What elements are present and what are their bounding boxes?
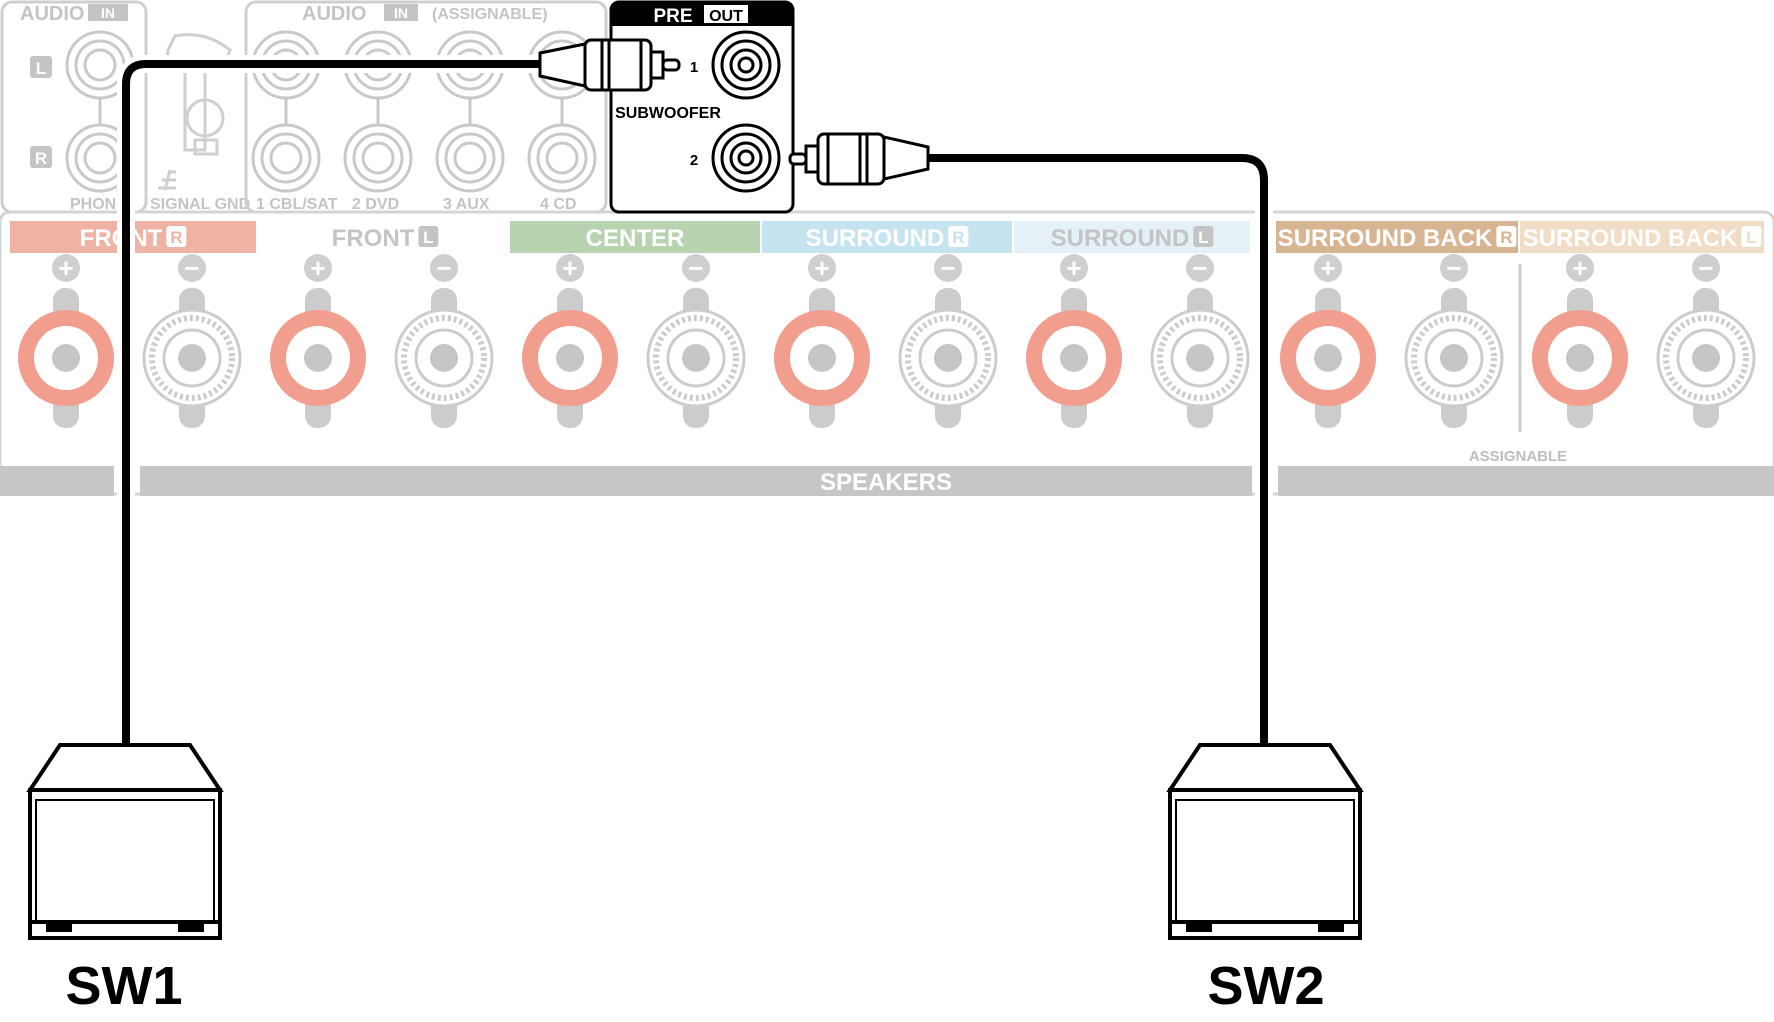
speaker-terminal-plus-5: + xyxy=(1026,253,1122,428)
side-l-label: L xyxy=(36,59,46,78)
svg-text:+: + xyxy=(562,253,577,283)
pre-out-panel: PRE OUT 1 2 SUBWOOFER xyxy=(609,0,795,214)
input-label-3: 3 AUX xyxy=(443,196,490,213)
svg-text:−: − xyxy=(940,253,955,283)
svg-text:+: + xyxy=(1066,253,1081,283)
channel-side-5: L xyxy=(1198,228,1208,247)
channel-bar-2: FRONT L xyxy=(262,221,508,253)
channel-name-6: SURROUND BACK xyxy=(1278,225,1493,252)
svg-text:+: + xyxy=(1572,253,1587,283)
channel-bar-7: SURROUND BACK L xyxy=(1520,221,1764,253)
input-label-4: 4 CD xyxy=(540,196,576,213)
subwoofer-jack-2[interactable] xyxy=(711,123,781,193)
channel-side-4: R xyxy=(952,228,964,247)
phono-label: PHONO xyxy=(70,196,129,213)
speaker-terminal-minus-6: − xyxy=(1404,253,1504,428)
svg-text:−: − xyxy=(1446,253,1461,283)
phono-jacks xyxy=(65,30,135,193)
pre-out-badge: OUT xyxy=(709,8,743,25)
channel-side-2: L xyxy=(423,228,433,247)
input-jack-bottom-1 xyxy=(251,123,321,193)
speaker-terminal-plus-7: + xyxy=(1532,253,1628,428)
channel-name-4: SURROUND xyxy=(806,225,945,252)
assignable-label: ASSIGNABLE xyxy=(1469,448,1567,465)
subwoofer-sw2 xyxy=(1166,743,1364,940)
cable-sw2 xyxy=(924,149,1273,745)
cable-sw1 xyxy=(117,55,540,745)
speaker-terminal-minus-4: − xyxy=(898,253,998,428)
svg-text:−: − xyxy=(436,253,451,283)
subwoofer-label: SUBWOOFER xyxy=(615,105,721,122)
speaker-terminal-plus-2: + xyxy=(270,253,366,428)
speaker-terminal-minus-7: − xyxy=(1656,253,1756,428)
speaker-terminal-minus-2: − xyxy=(394,253,494,428)
input-label-1: 1 CBL/SAT xyxy=(256,196,338,213)
channel-bar-3: CENTER xyxy=(510,221,760,253)
sw1-label: SW1 xyxy=(65,956,182,1016)
speaker-terminal-plus-3: + xyxy=(522,253,618,428)
speaker-terminal-plus-4: + xyxy=(774,253,870,428)
svg-text:+: + xyxy=(310,253,325,283)
svg-text:−: − xyxy=(1698,253,1713,283)
speaker-terminal-plus-1: + xyxy=(18,253,114,428)
speaker-terminal-minus-5: − xyxy=(1150,253,1250,428)
rca-plug-1 xyxy=(538,38,681,92)
svg-text:+: + xyxy=(1320,253,1335,283)
speakers-bar-label: SPEAKERS xyxy=(820,469,952,496)
assignable-note: (ASSIGNABLE) xyxy=(432,6,548,23)
speaker-terminals: + − + − + − + − + − + − + − xyxy=(18,253,1756,428)
audio-in-assignable-badge: IN xyxy=(394,5,408,21)
channel-side-1: R xyxy=(170,228,182,247)
channel-name-3: CENTER xyxy=(586,225,685,252)
channel-bar-4: SURROUND R xyxy=(762,221,1012,253)
speaker-terminal-plus-6: + xyxy=(1280,253,1376,428)
jack-2-label: 2 xyxy=(690,152,698,169)
channel-side-6: R xyxy=(1500,228,1512,247)
audio-in-assignable-title: AUDIO xyxy=(302,3,366,25)
input-jack-bottom-2 xyxy=(343,123,413,193)
channel-name-7: SURROUND BACK xyxy=(1523,225,1738,252)
channel-bar-5: SURROUND L xyxy=(1014,221,1250,253)
speaker-terminal-minus-3: − xyxy=(646,253,746,428)
svg-text:−: − xyxy=(1192,253,1207,283)
svg-text:+: + xyxy=(58,253,73,283)
signal-gnd-label: SIGNAL GND xyxy=(150,196,250,213)
sw2-label: SW2 xyxy=(1207,956,1324,1016)
pre-out-title: PRE xyxy=(653,6,692,27)
audio-in-badge: IN xyxy=(101,5,115,21)
input-jack-bottom-4 xyxy=(527,123,597,193)
channel-name-5: SURROUND xyxy=(1051,225,1190,252)
svg-text:+: + xyxy=(814,253,829,283)
input-label-2: 2 DVD xyxy=(352,196,399,213)
subwoofer-jack-1[interactable] xyxy=(711,30,781,100)
audio-in-panel: AUDIO IN L R PHONO SIGNAL GND AUDIO IN (… xyxy=(0,0,608,214)
rca-plug-2 xyxy=(788,132,930,186)
channel-side-7: L xyxy=(1746,228,1756,247)
speaker-terminal-minus-1: − xyxy=(142,253,242,428)
svg-text:−: − xyxy=(184,253,199,283)
input-jack-bottom-3 xyxy=(435,123,505,193)
jack-1-label: 1 xyxy=(690,59,698,76)
subwoofer-sw1 xyxy=(26,743,224,940)
svg-text:−: − xyxy=(688,253,703,283)
channel-bar-6: SURROUND BACK R xyxy=(1276,221,1518,253)
channel-name-2: FRONT xyxy=(332,225,415,252)
audio-in-title: AUDIO xyxy=(20,3,84,25)
side-r-label: R xyxy=(35,149,47,168)
